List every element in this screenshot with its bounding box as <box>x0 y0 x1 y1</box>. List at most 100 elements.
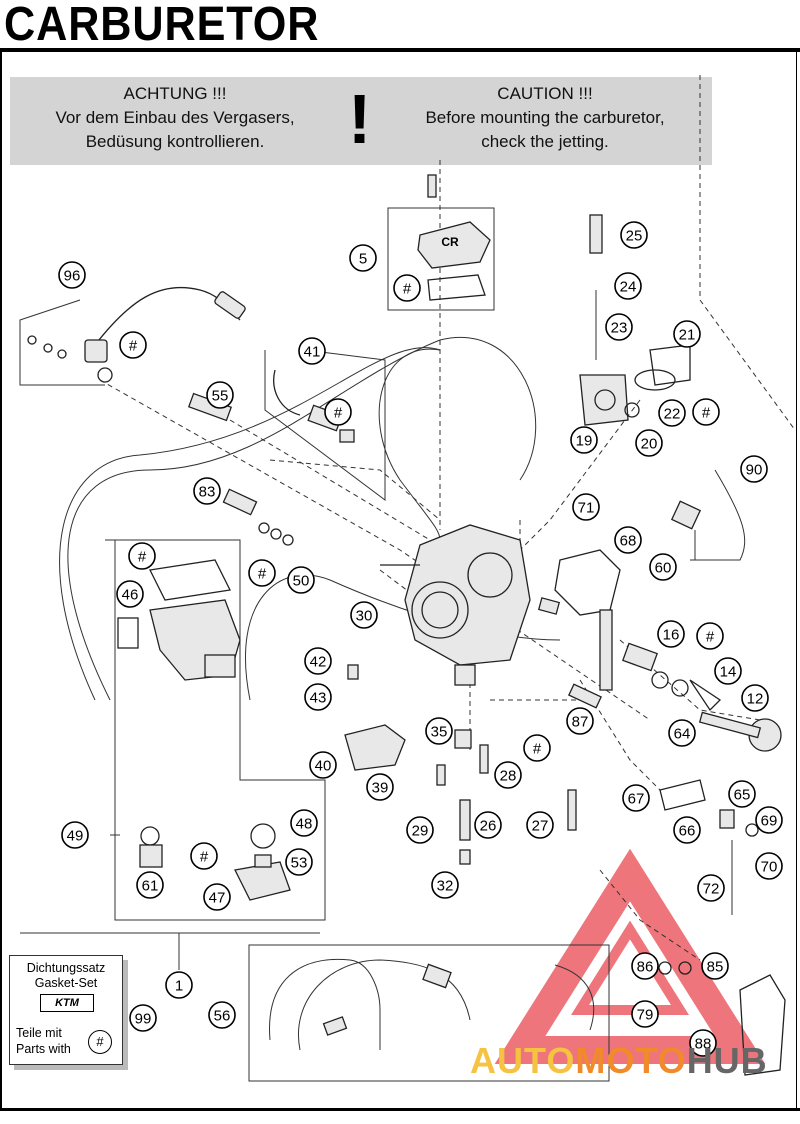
callout-part-25: 25 <box>620 221 648 249</box>
callout-part-79: 79 <box>631 1000 659 1028</box>
callout-gasket-marker: # <box>393 274 421 302</box>
callout-label: 26 <box>480 818 497 835</box>
callout-label: 86 <box>637 959 654 976</box>
callout-part-48: 48 <box>290 809 318 837</box>
callout-label: 49 <box>67 828 84 845</box>
callout-label: 41 <box>304 344 321 361</box>
callout-gasket-marker: # <box>128 542 156 570</box>
callout-label: 90 <box>746 462 763 479</box>
callout-part-86: 86 <box>631 952 659 980</box>
bottom-rule <box>0 1108 800 1111</box>
callout-circle <box>692 398 720 426</box>
callout-part-24: 24 <box>614 272 642 300</box>
callout-label: 55 <box>212 388 229 405</box>
callout-label: 47 <box>209 890 226 907</box>
caution-german-line1: Vor dem Einbau des Vergasers, <box>55 108 295 127</box>
callout-label: 85 <box>707 959 724 976</box>
callout-circle <box>689 1029 717 1057</box>
callout-part-1: 1 <box>165 971 193 999</box>
callout-part-71: 71 <box>572 493 600 521</box>
caution-english-line2: check the jetting. <box>481 132 609 151</box>
callout-circle <box>649 553 677 581</box>
callout-part-22: 22 <box>658 399 686 427</box>
callout-label: 46 <box>122 587 139 604</box>
callout-label: # <box>533 741 542 758</box>
callout-part-32: 32 <box>431 871 459 899</box>
diagram-frame <box>0 52 797 1110</box>
callout-circle <box>572 493 600 521</box>
callout-part-19: 19 <box>570 426 598 454</box>
callout-part-55: 55 <box>206 381 234 409</box>
callout-part-65: 65 <box>728 780 756 808</box>
callout-circle <box>116 580 144 608</box>
callout-label: 29 <box>412 823 429 840</box>
callout-part-12: 12 <box>741 684 769 712</box>
callout-circle <box>657 620 685 648</box>
throttle-cables <box>59 337 561 701</box>
callout-part-88: 88 <box>689 1029 717 1057</box>
callout-label: 24 <box>620 279 637 296</box>
callout-label: 25 <box>626 228 643 245</box>
callout-part-46: 46 <box>116 580 144 608</box>
callout-part-41: 41 <box>298 337 326 365</box>
callout-part-99: 99 <box>129 1004 157 1032</box>
callout-circle <box>740 455 768 483</box>
callout-gasket-marker: # <box>119 331 147 359</box>
gasket-set-english: Gasket-Set <box>34 976 98 990</box>
callout-part-20: 20 <box>635 429 663 457</box>
callout-circle <box>635 429 663 457</box>
caution-german-heading: ACHTUNG !!! <box>123 84 227 103</box>
callout-circle <box>366 773 394 801</box>
callout-circle <box>128 542 156 570</box>
callout-circle <box>741 684 769 712</box>
callout-circle <box>728 780 756 808</box>
callout-label: 70 <box>761 859 778 876</box>
callout-part-64: 64 <box>668 719 696 747</box>
callout-circle <box>304 647 332 675</box>
callout-label: 65 <box>734 787 751 804</box>
callout-gasket-marker: # <box>692 398 720 426</box>
callout-label: 53 <box>291 855 308 872</box>
callout-label: 21 <box>679 327 696 344</box>
callout-circle <box>755 806 783 834</box>
callout-label: 71 <box>578 500 595 517</box>
callout-circle <box>668 719 696 747</box>
callout-part-43: 43 <box>304 683 332 711</box>
callout-circle <box>136 871 164 899</box>
title-rule <box>0 48 800 52</box>
callout-circle <box>755 852 783 880</box>
brand-logo: KTM <box>40 994 94 1012</box>
callout-circle <box>61 821 89 849</box>
callout-circle <box>701 952 729 980</box>
callout-circle <box>349 244 377 272</box>
callout-part-70: 70 <box>755 852 783 880</box>
gasket-set-note-english: Parts with <box>16 1042 71 1056</box>
callout-part-14: 14 <box>714 657 742 685</box>
caution-english-line1: Before mounting the carburetor, <box>425 108 665 127</box>
callout-circle <box>570 426 598 454</box>
callout-label: 88 <box>695 1036 712 1053</box>
leader-lines <box>20 834 320 970</box>
float-bowl-cover-group: CR <box>387 174 495 311</box>
callout-label: 16 <box>663 627 680 644</box>
callout-part-42: 42 <box>304 647 332 675</box>
callout-circle <box>523 734 551 762</box>
callout-circle <box>673 320 701 348</box>
accelerator-pump-group <box>579 214 691 426</box>
callout-label: 72 <box>703 881 720 898</box>
callout-label: 20 <box>641 436 658 453</box>
callout-part-60: 60 <box>649 553 677 581</box>
callout-part-47: 47 <box>203 883 231 911</box>
callout-circle <box>494 761 522 789</box>
throttle-sensor-cable-group <box>19 286 246 386</box>
watermark-auto: AUTO <box>470 1040 576 1081</box>
callout-label: # <box>200 849 209 866</box>
throttle-cover <box>554 549 621 691</box>
fitting-group <box>222 488 294 546</box>
callout-part-96: 96 <box>58 261 86 289</box>
callout-label: # <box>706 629 715 646</box>
callout-part-72: 72 <box>697 874 725 902</box>
callout-part-16: 16 <box>657 620 685 648</box>
watermark-text: AUTOMOTOHUB <box>470 1040 768 1082</box>
